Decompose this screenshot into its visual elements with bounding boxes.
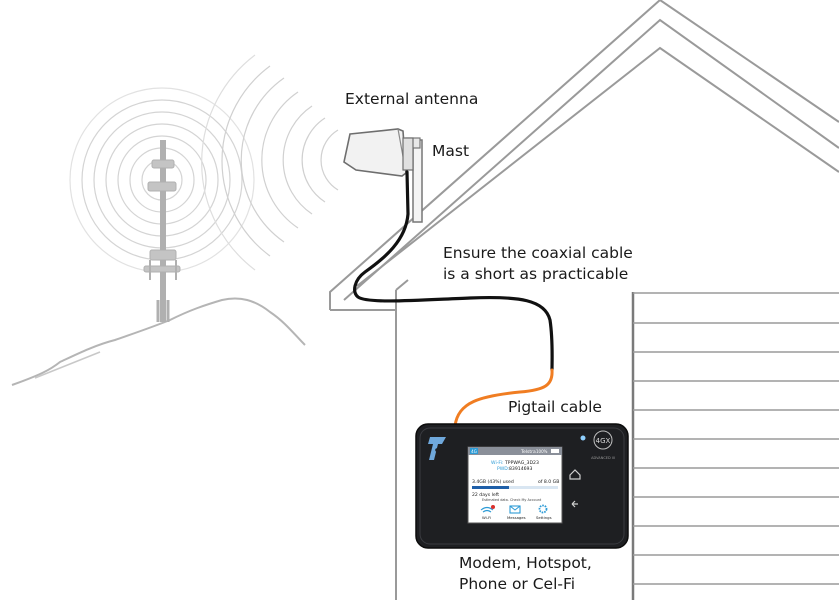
- svg-text:Wi-Fi: Wi-Fi: [482, 515, 491, 520]
- svg-text:Messages: Messages: [507, 515, 526, 520]
- 4gx-badge: 4GX ADVANCED III: [591, 430, 615, 460]
- label-coaxial-cable: Ensure the coaxial cable is a short as p…: [443, 243, 633, 285]
- svg-text:3.4GB (43%) used: 3.4GB (43%) used: [472, 479, 514, 485]
- pigtail-cable: [453, 368, 554, 428]
- svg-text:Estimated data. Check My Accou: Estimated data. Check My Account: [482, 498, 542, 502]
- svg-text:ADVANCED III: ADVANCED III: [591, 456, 615, 460]
- svg-text:4G: 4G: [471, 449, 477, 454]
- svg-text:PWD:: PWD:: [497, 466, 510, 472]
- svg-text:83914693: 83914693: [509, 466, 532, 472]
- antenna-signal-arcs: [201, 54, 339, 271]
- coaxial-cable: [353, 170, 554, 372]
- hill-outline: [11, 297, 306, 386]
- label-coaxial-cable-line2: is a short as practicable: [443, 265, 629, 283]
- gear-icon: [538, 504, 548, 514]
- usage-bar-fill: [472, 486, 509, 489]
- back-button-icon[interactable]: [571, 500, 578, 508]
- svg-text:4GX: 4GX: [596, 437, 611, 445]
- house: [329, 0, 839, 600]
- label-modem: Modem, Hotspot, Phone or Cel-Fi: [459, 553, 592, 595]
- svg-text:22 days left: 22 days left: [472, 492, 499, 498]
- telstra-logo-icon: [428, 437, 446, 460]
- label-pigtail-cable: Pigtail cable: [508, 398, 602, 416]
- modem-device: 4GX ADVANCED III 4G Telstra 100% Wi-Fi: …: [415, 423, 629, 549]
- wifi-icon: [480, 506, 494, 513]
- svg-text:Wi-Fi:: Wi-Fi:: [491, 460, 504, 466]
- device-screen[interactable]: 4G Telstra 100% Wi-Fi: TPPWAG_3D23 PWD: …: [467, 446, 563, 524]
- cell-tower: [143, 140, 181, 322]
- svg-text:Settings: Settings: [536, 515, 552, 520]
- label-coaxial-cable-line1: Ensure the coaxial cable: [443, 244, 633, 262]
- home-button-icon[interactable]: [569, 469, 581, 480]
- status-led: [580, 435, 586, 441]
- svg-text:of 8.0 GB: of 8.0 GB: [538, 479, 559, 485]
- label-modem-line2: Phone or Cel-Fi: [459, 575, 576, 593]
- svg-text:100%: 100%: [536, 449, 548, 454]
- external-antenna: [343, 128, 414, 177]
- mail-icon: [509, 505, 521, 514]
- label-mast: Mast: [432, 142, 470, 160]
- label-modem-line1: Modem, Hotspot,: [459, 554, 592, 572]
- svg-text:Telstra: Telstra: [520, 449, 536, 455]
- nav-wifi[interactable]: Wi-Fi: [480, 505, 495, 520]
- usage-bar-track: [472, 486, 558, 489]
- nav-messages[interactable]: Messages: [507, 505, 526, 520]
- label-external-antenna: External antenna: [345, 90, 479, 108]
- nav-settings[interactable]: Settings: [536, 504, 552, 521]
- svg-text:TPPWAG_3D23: TPPWAG_3D23: [504, 460, 539, 466]
